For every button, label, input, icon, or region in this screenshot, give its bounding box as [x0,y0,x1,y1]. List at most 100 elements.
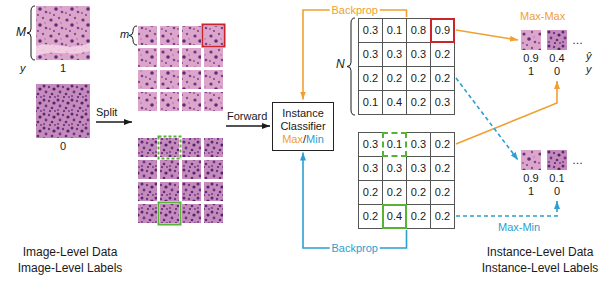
image-patch [204,204,223,223]
score-cell: 0.9 [430,18,455,43]
classifier-text: Instance Classifier [280,107,325,132]
image-patch [521,150,541,170]
score-cell: 0.2 [406,66,431,91]
image-patch [204,138,223,157]
score-cell: 0.2 [430,180,455,205]
connector [456,81,557,144]
image-patch [160,204,179,223]
score-cell: 0.3 [382,156,407,181]
score-cell: 0.2 [430,132,455,157]
instance-value: 0 [546,65,568,78]
score-cell: 0.3 [358,42,383,67]
score-cell: 0.2 [430,204,455,229]
score-cell: 0.3 [358,156,383,181]
score-cell: 0.3 [406,42,431,67]
image-patch [138,48,157,67]
score-cell: 0.3 [358,132,383,157]
strategy-label: Max-Min [498,221,540,234]
score-cell: 0.2 [358,180,383,205]
ellipsis: … [572,34,583,47]
score-cell: 0.2 [430,156,455,181]
image-patch [182,26,201,45]
patch-icon [521,30,541,50]
image-patch [182,70,201,89]
score-cell: 0.1 [382,132,407,157]
instance-value: 0.9 [520,52,542,65]
score-cell: 0.2 [406,204,431,229]
step-label: Split [96,106,117,119]
image-patch [160,182,179,201]
score-cell: 0.2 [382,180,407,205]
image-patch [160,92,179,111]
tissue-image [36,84,90,138]
connector-group [303,10,557,248]
size-brace [347,18,355,115]
image-patch [160,160,179,179]
class-label: 0 [60,140,66,153]
strategy-label: Max-Max [520,10,565,23]
instance-value: 0.4 [546,52,568,65]
patch-icon [547,150,567,170]
instance-value: 0.1 [546,172,568,185]
score-cell: 0.2 [430,42,455,67]
score-cell: 0.4 [382,90,407,115]
image-patch [204,182,223,201]
caption-label: Instance-Level Labels [482,262,599,275]
ellipsis: … [572,154,583,167]
connector [456,78,518,160]
image-patch [138,70,157,89]
instance-value: 1 [520,185,542,198]
dimension-label: N [336,58,345,71]
patch-highlight [203,25,225,47]
score-matrix: 0.30.10.80.90.30.30.30.20.20.20.20.20.10… [358,18,455,115]
instance-value: 1 [520,65,542,78]
image-patch [182,204,201,223]
instance-output: 0.91 [520,30,542,78]
tissue-image [36,6,90,60]
image-patch [138,160,157,179]
image-patch [182,138,201,157]
instance-output: 0.91 [520,150,542,198]
score-cell: 0.2 [382,66,407,91]
image-patch [138,26,157,45]
image-patch [547,150,567,170]
image-patch [160,70,179,89]
classifier-text: Min [306,133,324,145]
image-patch [138,138,157,157]
caption-label: Instance-Level Data [487,246,594,259]
connector [303,153,407,249]
image-patch [160,138,179,157]
tissue-band [36,43,90,56]
score-cell: 0.3 [406,132,431,157]
image-patch [204,48,223,67]
image-patch [204,92,223,111]
axis-label: y [20,62,26,75]
size-brace [129,26,137,45]
score-cell: 0.8 [406,18,431,43]
image-patch [204,70,223,89]
patch-highlight [159,203,181,225]
connector [303,10,407,100]
score-cell: 0.3 [406,156,431,181]
patch-grid [138,25,225,225]
image-patch [160,48,179,67]
connector [456,201,557,216]
classifier-text: Max [282,133,303,145]
score-cell: 0.3 [382,42,407,67]
instance-output: 0.40 [546,30,568,78]
image-patch [182,92,201,111]
score-cell: 0.2 [358,66,383,91]
image-group [36,6,90,138]
flow-arrow [226,125,270,126]
score-cell: 0.2 [406,180,431,205]
score-matrix: 0.30.10.30.20.30.30.30.20.20.20.20.20.20… [358,132,455,229]
image-patch [138,92,157,111]
class-label: 1 [60,62,66,75]
image-patch [204,26,223,45]
score-cell: 0.2 [358,204,383,229]
edge-label: Backprop [330,4,380,17]
edge-label: Backprop [330,242,380,255]
patch-icon [521,150,541,170]
score-cell: 0.3 [358,18,383,43]
